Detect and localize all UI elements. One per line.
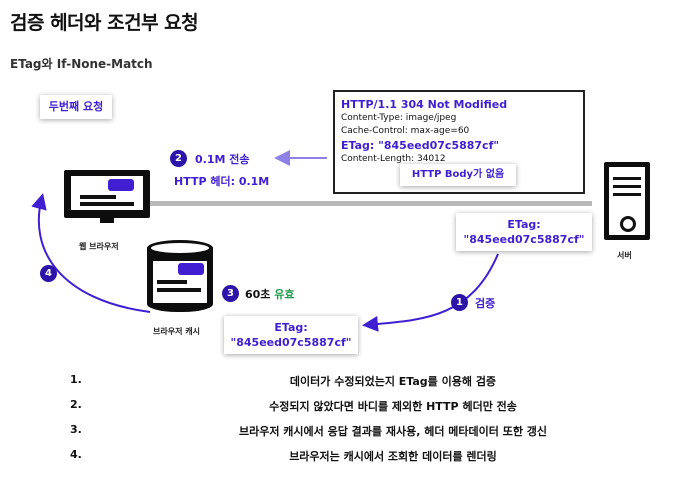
list-text: 데이터가 수정되었는지 ETag를 이용해 검증 — [289, 375, 497, 388]
step2-header: HTTP 헤더: 0.1M — [174, 175, 270, 188]
web-browser-icon — [64, 170, 150, 224]
response-content-length: Content-Length: 34012 — [341, 154, 446, 164]
cache-etag-label: ETag: — [274, 321, 308, 334]
step3-text: 60초 유효 — [245, 286, 295, 302]
server-etag-box: ETag: "845eed07c5887cf" — [456, 213, 592, 251]
render-arrow — [31, 193, 151, 313]
page-subtitle: ETag와 If-None-Match — [10, 57, 153, 71]
list-text: 브라우저는 캐시에서 조회한 데이터를 렌더링 — [289, 450, 497, 463]
step2-size: 0.1M 전송 — [195, 153, 250, 166]
server-etag-value: "845eed07c5887cf" — [463, 233, 585, 246]
list-num: 3. — [70, 423, 82, 436]
step1-text: 검증 — [475, 297, 496, 310]
second-request-label: 두번째 요청 — [40, 95, 112, 119]
list-num: 1. — [70, 373, 82, 386]
step4-badge: 4 — [40, 265, 57, 282]
step2-badge: 2 — [170, 150, 187, 167]
browser-cache-label: 브라우저 캐시 — [153, 327, 200, 336]
step3-valid: 유효 — [274, 288, 295, 301]
step1-badge: 1 — [451, 294, 468, 311]
response-etag: ETag: "845eed07c5887cf" — [341, 139, 500, 152]
server-label: 서버 — [617, 251, 632, 260]
list-num: 4. — [70, 448, 82, 461]
web-browser-label: 웹 브라우저 — [79, 242, 119, 251]
response-cache-control: Cache-Control: max-age=60 — [341, 126, 470, 136]
list-text: 브라우저 캐시에서 응답 결과를 재사용, 헤더 메타데이터 또한 갱신 — [238, 425, 548, 438]
response-content-type: Content-Type: image/jpeg — [341, 113, 457, 123]
network-line — [150, 201, 592, 206]
validate-arrow — [362, 253, 499, 332]
step3-prefix: 60초 — [245, 288, 275, 301]
page-title: 검증 헤더와 조건부 요청 — [10, 12, 199, 34]
browser-cache-icon — [147, 240, 213, 316]
server-etag-label: ETag: — [507, 218, 541, 231]
response-status-line: HTTP/1.1 304 Not Modified — [341, 98, 508, 111]
list-num: 2. — [70, 398, 82, 411]
body-empty-note: HTTP Body가 없음 — [400, 164, 516, 186]
cache-etag-box: ETag: "845eed07c5887cf" — [224, 316, 358, 354]
step3-badge: 3 — [222, 285, 239, 302]
server-icon — [604, 162, 650, 240]
cache-etag-value: "845eed07c5887cf" — [230, 336, 352, 349]
list-text: 수정되지 않았다면 바디를 제외한 HTTP 헤더만 전송 — [269, 400, 517, 413]
